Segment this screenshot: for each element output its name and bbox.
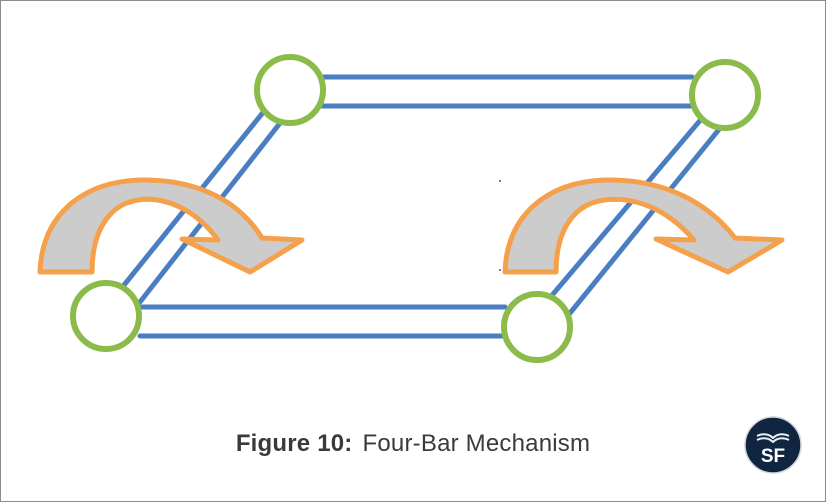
speck-dot: [499, 269, 501, 271]
joint-top-left: [254, 54, 326, 126]
joint-bottom-left: [70, 280, 142, 352]
top-link: [317, 74, 695, 109]
logo-text: SF: [761, 446, 785, 467]
bottom-link: [137, 304, 508, 339]
sf-logo: SF: [744, 416, 802, 474]
joint-top-right: [689, 59, 761, 131]
speck-dot: [499, 180, 501, 182]
figure-label: Figure 10:: [235, 430, 353, 457]
figure-caption: Figure 10: Four-Bar Mechanism: [0, 430, 826, 458]
four-bar-mechanism-diagram: [37, 54, 785, 363]
joint-bottom-right: [501, 291, 573, 363]
book-icon: [756, 433, 790, 443]
figure-title: Four-Bar Mechanism: [362, 430, 591, 457]
right-link: [545, 114, 728, 321]
right-rotation-arrow: [502, 177, 785, 275]
left-rotation-arrow: [37, 177, 305, 275]
